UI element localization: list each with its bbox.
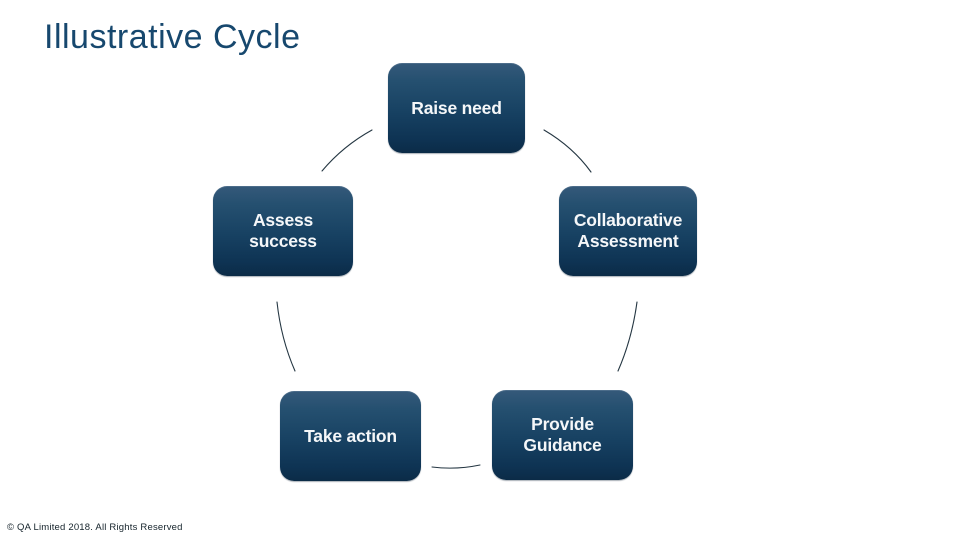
connector-take-action-to-provide: [431, 464, 481, 469]
cycle-node-take-action: Take action: [280, 391, 421, 481]
connector-assess-to-raise: [321, 129, 373, 172]
copyright-footer: © QA Limited 2018. All Rights Reserved: [7, 522, 183, 533]
cycle-node-raise-need: Raise need: [388, 63, 525, 153]
cycle-node-provide-guidance: Provide Guidance: [492, 390, 633, 480]
connector-raise-to-collaborative: [543, 129, 592, 173]
cycle-node-collaborative-assessment: Collaborative Assessment: [559, 186, 697, 276]
cycle-node-assess-success: Assess success: [213, 186, 353, 276]
connector-assess-to-take-action: [276, 301, 296, 372]
connector-collaborative-to-provide: [617, 301, 638, 372]
page-title: Illustrative Cycle: [44, 18, 301, 56]
